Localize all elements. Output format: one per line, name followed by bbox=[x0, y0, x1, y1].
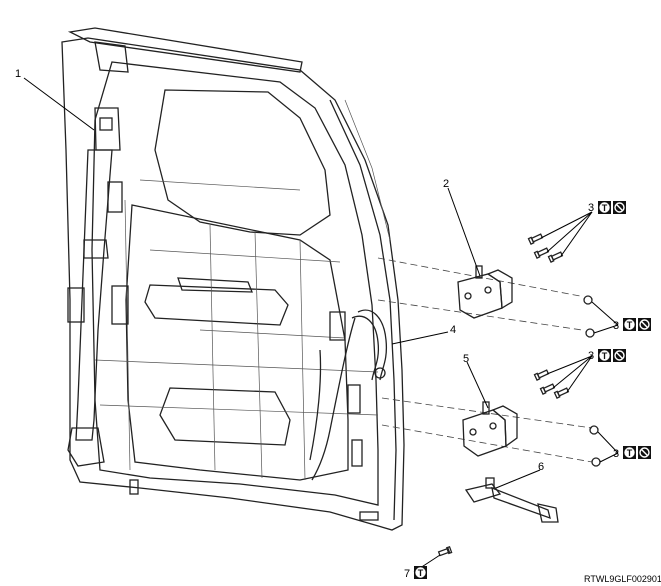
inner-handle-pocket bbox=[177, 277, 253, 293]
callout-5: 5 bbox=[463, 353, 469, 365]
lower-pocket bbox=[159, 387, 291, 446]
callout-6: 6 bbox=[538, 461, 544, 473]
torque-icon: T bbox=[414, 566, 427, 579]
bolt-group-lower bbox=[533, 369, 570, 399]
callout-3-upper-bolts: 3 bbox=[588, 202, 594, 214]
seat-belt-assembly bbox=[67, 107, 129, 467]
no-reuse-icon bbox=[613, 349, 626, 362]
torque-icon: T bbox=[598, 201, 611, 214]
no-reuse-icon bbox=[613, 201, 626, 214]
belt-upper-anchor bbox=[94, 107, 121, 151]
rear-door-assembly bbox=[61, 37, 405, 531]
callout-3-lower-nuts: 3 bbox=[613, 448, 619, 460]
belt-webbing bbox=[75, 149, 113, 441]
belt-retractor bbox=[67, 427, 105, 467]
callout-1: 1 bbox=[15, 68, 21, 80]
door-outer-shell bbox=[61, 37, 405, 531]
checker-bolt bbox=[437, 545, 453, 557]
torque-icon: T bbox=[598, 349, 611, 362]
no-reuse-icon bbox=[638, 318, 651, 331]
align-line bbox=[381, 424, 593, 463]
door-trim-panel bbox=[125, 204, 349, 481]
align-line bbox=[377, 299, 583, 331]
window-glass bbox=[154, 89, 331, 236]
armrest bbox=[144, 284, 289, 326]
callout-7: 7 bbox=[404, 568, 410, 580]
wiring-harness bbox=[309, 309, 388, 481]
callout-4: 4 bbox=[450, 324, 456, 336]
align-line bbox=[381, 397, 593, 429]
belt-cover-plate bbox=[67, 287, 85, 323]
roof-rail-trim bbox=[67, 27, 303, 73]
figure-code: RTWL9GLF002901 bbox=[584, 574, 661, 584]
callout-3-lower-bolts: 3 bbox=[588, 350, 594, 362]
lock-striker-slot bbox=[347, 384, 361, 414]
callout-2: 2 bbox=[443, 178, 449, 190]
torque-icon: T bbox=[623, 318, 636, 331]
callout-3-upper-nuts: 3 bbox=[613, 320, 619, 332]
svg-text:T: T bbox=[627, 320, 633, 330]
no-reuse-icon bbox=[638, 446, 651, 459]
door-inner-frame bbox=[91, 61, 379, 506]
bolt-group-upper bbox=[527, 233, 564, 263]
svg-text:T: T bbox=[602, 203, 608, 213]
upper-door-hinge bbox=[457, 265, 513, 319]
lower-door-hinge bbox=[462, 401, 518, 457]
svg-text:T: T bbox=[627, 448, 633, 458]
door-checker bbox=[464, 477, 559, 523]
svg-text:T: T bbox=[418, 568, 424, 578]
belt-guide bbox=[83, 239, 109, 259]
torque-icon: T bbox=[623, 446, 636, 459]
svg-text:T: T bbox=[602, 351, 608, 361]
